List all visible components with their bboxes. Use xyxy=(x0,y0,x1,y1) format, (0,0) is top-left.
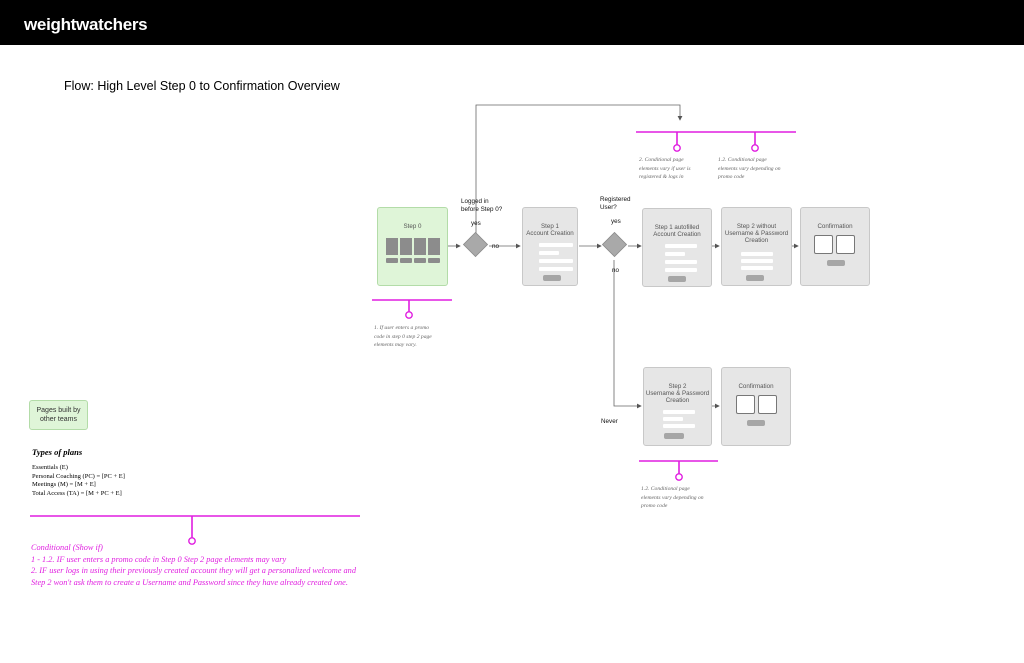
edge-label-never: Never xyxy=(601,418,618,425)
node-confirmation-top: Confirmation xyxy=(800,207,870,286)
node-title: Step 1 Account Creation xyxy=(526,223,574,237)
plan-item: Meetings (M) = [M + E] xyxy=(32,481,96,488)
plan-item: Essentials (E) xyxy=(32,464,68,471)
legend-other-teams: Pages built by other teams xyxy=(29,400,88,430)
decision-registered-yes: yes xyxy=(611,218,621,225)
conditional-line: 1 - 1.2. IF user enters a promo code in … xyxy=(31,554,287,564)
node-title: Step 1 autofilled Account Creation xyxy=(653,224,701,238)
node-confirmation-bottom: Confirmation xyxy=(721,367,791,446)
node-step-1-account-creation: Step 1 Account Creation xyxy=(522,207,578,286)
conditional-notes: Conditional (Show if) 1 - 1.2. IF user e… xyxy=(31,542,356,588)
node-title: Confirmation xyxy=(817,223,853,230)
plans-list: Essentials (E) Personal Coaching (PC) = … xyxy=(32,464,125,498)
annotation-dot xyxy=(751,144,759,152)
decision-logged-in-diamond xyxy=(462,231,489,258)
decision-registered-question: Registered User? xyxy=(600,196,631,211)
weightwatchers-logo: weightwatchers xyxy=(24,15,148,34)
conditional-line: Step 2 won't ask them to create a Userna… xyxy=(31,577,348,587)
note-2: 2. Conditional page elements vary if use… xyxy=(639,157,691,180)
node-title: Step 0 xyxy=(403,223,422,230)
page-title: Flow: High Level Step 0 to Confirmation … xyxy=(64,79,340,93)
node-title: Step 2 Username & Password Creation xyxy=(645,383,710,404)
conditional-title: Conditional (Show if) xyxy=(31,543,103,552)
note-1-2-top: 1.2. Conditional page elements vary depe… xyxy=(718,157,781,180)
node-title: Confirmation xyxy=(738,383,774,390)
annotation-dot xyxy=(188,537,196,545)
annotation-dot xyxy=(675,473,683,481)
node-step-2-without-username: Step 2 without Username & Password Creat… xyxy=(721,207,792,286)
annotation-dot xyxy=(405,311,413,319)
decision-logged-in-no: no xyxy=(492,243,500,250)
decision-logged-in-yes: yes xyxy=(471,220,481,227)
node-step-0: Step 0 xyxy=(377,207,448,286)
plans-title: Types of plans xyxy=(32,447,83,457)
plan-item: Personal Coaching (PC) = [PC + E] xyxy=(32,472,125,480)
loop-connector xyxy=(475,104,683,235)
node-title: Step 2 without Username & Password Creat… xyxy=(724,223,789,244)
node-step-1-autofilled: Step 1 autofilled Account Creation xyxy=(642,208,712,287)
decision-registered-diamond xyxy=(601,231,628,258)
conditional-line: 2. IF user logs in using their previousl… xyxy=(31,566,356,575)
note-1-2-bottom: 1.2. Conditional page elements vary depe… xyxy=(641,486,704,509)
decision-logged-in-question: Logged in before Step 0? xyxy=(461,198,503,213)
header-bar: weightwatchers xyxy=(0,0,1024,45)
decision-registered-no: no xyxy=(612,267,620,274)
plan-item: Total Access (TA) = [M + PC + E] xyxy=(32,489,122,497)
connector-decision2-step2userpass xyxy=(613,260,642,409)
note-1: 1. If user enters a promo code in step 0… xyxy=(374,325,432,348)
node-step-2-username-password: Step 2 Username & Password Creation xyxy=(643,367,712,446)
annotation-dot xyxy=(673,144,681,152)
